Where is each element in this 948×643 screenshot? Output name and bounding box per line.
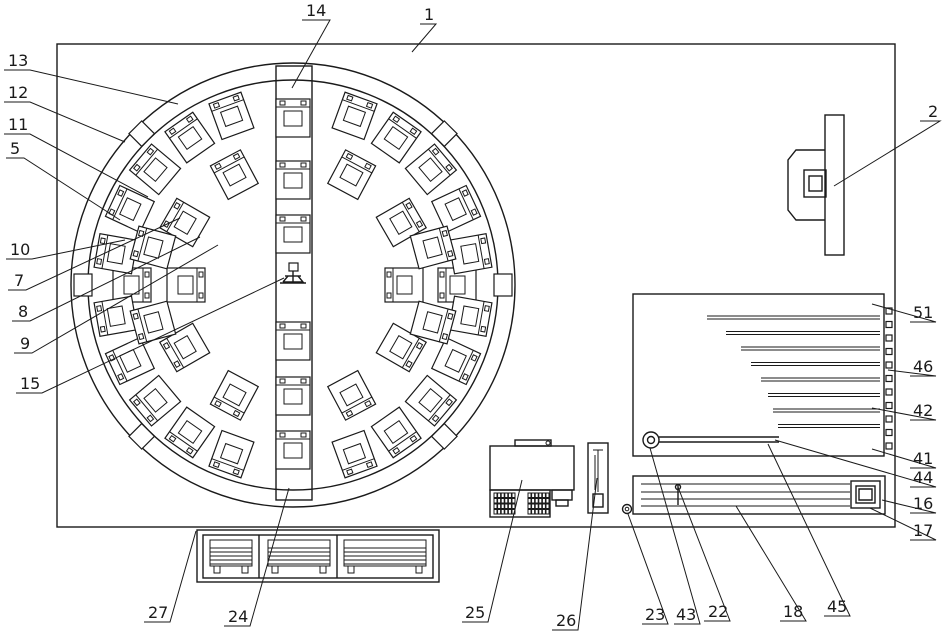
pivot-43 [643,432,659,448]
ref-label: 18 [783,602,803,621]
peg [886,322,892,328]
ref-label: 43 [676,605,696,624]
ref-label: 9 [20,334,30,353]
sample-cell [210,371,258,421]
peg [886,362,892,368]
peg [886,430,892,436]
ref-label: 22 [708,602,728,621]
ref-label: 44 [913,468,933,487]
ref-label: 7 [14,271,24,290]
turntable [71,63,515,507]
sample-cell [105,338,154,385]
tray-detail [210,540,426,573]
sample-cell [328,371,376,421]
ref-label: 46 [913,357,933,376]
peg [886,335,892,341]
peg [886,416,892,422]
component-23 [623,505,632,514]
ref-label: 23 [645,605,665,624]
leader-line [834,121,940,186]
leader-line [224,488,289,626]
ladder-lines [707,316,880,428]
ref-label: 15 [20,374,40,393]
ref-label: 51 [913,303,933,322]
ring-pad [129,121,154,146]
ref-label: 14 [306,1,326,20]
peg [886,376,892,382]
sample-cell [385,268,423,302]
sample-cell [432,185,481,232]
ref-label: 25 [465,603,485,622]
sample-cell [105,185,154,232]
peg-column [886,308,892,449]
panel-41 [633,294,892,456]
leader-line [292,20,330,88]
leader-line [4,70,178,104]
sample-cell [276,322,310,360]
ring-pad [432,424,457,449]
leader-line [768,444,850,616]
ref-label: 12 [8,83,28,102]
sample-cell [210,150,258,200]
ref-label: 8 [18,302,28,321]
sample-cell [276,99,310,137]
ref-label: 45 [827,597,847,616]
ref-label: 2 [928,102,938,121]
ref-label: 17 [913,521,933,540]
peg [886,403,892,409]
peg [886,349,892,355]
leader-line [6,158,120,220]
ref-label: 5 [10,139,20,158]
ring-pad [494,274,512,296]
ref-label: 1 [424,5,434,24]
peg [886,389,892,395]
leader-line [462,480,522,622]
grid-25 [494,493,549,514]
sample-cell [167,268,205,302]
ref-label: 41 [913,449,933,468]
sample-cell [328,150,376,200]
leader-line [678,487,730,621]
bar-assembly [633,476,885,514]
sample-cell [276,431,310,469]
leader-line [552,478,597,630]
sample-cell [94,296,137,336]
sample-cell [276,215,310,253]
sample-cell [276,377,310,415]
sample-cell [332,92,377,139]
sample-cells [94,92,492,478]
sample-cell [449,234,492,274]
sample-cell [209,92,254,139]
ref-label: 42 [913,401,933,420]
ring-pad [432,121,457,146]
leader-line [412,24,436,52]
sample-cell [276,161,310,199]
ref-label: 26 [556,611,576,630]
sample-cell [209,430,254,477]
sample-cell [432,338,481,385]
component-26 [588,443,608,513]
leader-line [775,440,936,487]
component-25 [490,440,574,517]
sample-cell [94,234,137,274]
peg [886,443,892,449]
ref-label: 13 [8,51,28,70]
ref-label: 24 [228,607,248,626]
ring-pad [74,274,92,296]
sample-cell [332,430,377,477]
ref-label: 10 [10,240,30,259]
ref-label: 11 [8,115,28,134]
ring-pad [129,424,154,449]
leader-line [650,448,700,624]
central-hub [280,263,306,283]
sample-cell [449,296,492,336]
ref-label: 27 [148,603,168,622]
ref-label: 16 [913,494,933,513]
tray-27 [197,530,439,582]
